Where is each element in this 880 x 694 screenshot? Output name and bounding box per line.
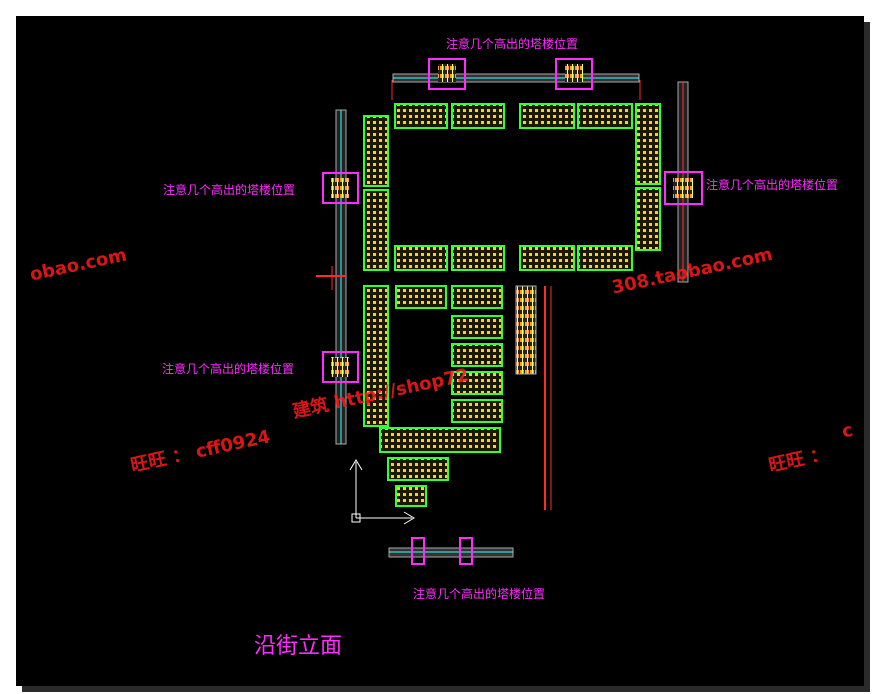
tower-note-right: 注意几个高出的塔楼位置 bbox=[706, 178, 839, 192]
right-elevation-strip bbox=[664, 81, 703, 283]
tower-note-top: 注意几个高出的塔楼位置 bbox=[446, 37, 579, 51]
tower-note-bottom: 注意几个高出的塔楼位置 bbox=[413, 587, 546, 601]
bottom-elevation-strip bbox=[388, 537, 514, 565]
tower-note-left-lower: 注意几个高出的塔楼位置 bbox=[162, 362, 295, 376]
tower-note-left-upper: 注意几个高出的塔楼位置 bbox=[163, 183, 296, 197]
ucs-axis-icon bbox=[349, 459, 415, 525]
lower-building-group bbox=[363, 285, 537, 507]
road-lines bbox=[316, 80, 641, 510]
upper-building-ring bbox=[363, 103, 661, 271]
top-elevation-strip bbox=[392, 58, 640, 90]
street-elevation-title: 沿街立面 bbox=[254, 634, 343, 659]
